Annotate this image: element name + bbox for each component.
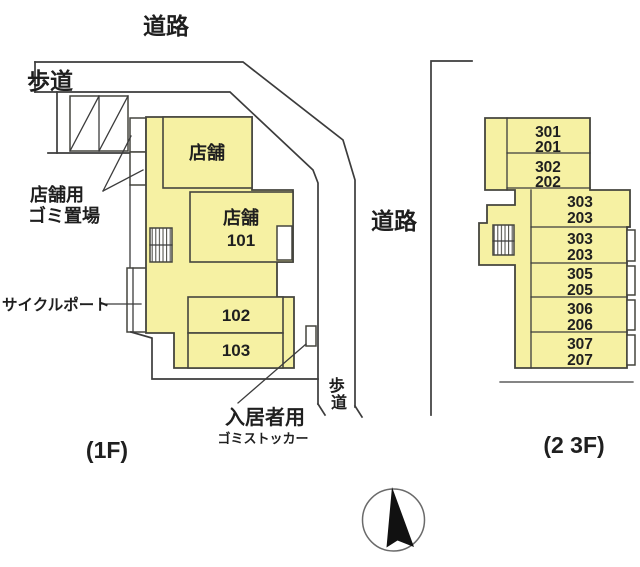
room-shop-top (162, 116, 253, 189)
resident-garbage-pointer (237, 343, 307, 404)
road-edge-end-tick (353, 404, 364, 419)
svg-text:307: 307 (567, 336, 593, 353)
stairs-23f (492, 224, 515, 256)
svg-text:305: 305 (567, 266, 593, 283)
sidewalk-boundary-line (34, 91, 319, 405)
sidewalk-label-top: 歩道 (27, 68, 73, 94)
sidewalk-label-right: 歩 道 (329, 376, 349, 412)
svg-text:301: 301 (535, 124, 561, 141)
shop-garbage-box-2 (129, 151, 147, 186)
sidewalk-boundary-end-tick (316, 402, 327, 417)
room-shop-top-label: 店舗 (189, 142, 225, 163)
shop-garbage-pointer-1 (102, 135, 132, 192)
room-row5-labels: 307 207 (567, 336, 593, 369)
room-shop-101-label-line2: 101 (227, 231, 255, 250)
svg-text:306: 306 (567, 301, 593, 318)
balcony-row3 (626, 265, 636, 296)
room-row1-labels: 303 203 (567, 194, 593, 227)
site-boundary-south (129, 330, 319, 380)
svg-text:302: 302 (535, 159, 561, 176)
road-boundary-right-plan (430, 60, 473, 416)
room-302-202-labels: 302 202 (535, 159, 561, 191)
resident-garbage-label-line2: ゴミストッカー (217, 431, 308, 446)
stairs-1f (149, 227, 173, 263)
north-arrow-icon (361, 487, 426, 552)
road-edge-line-top (34, 61, 356, 408)
svg-text:203: 203 (567, 210, 593, 227)
shop-garbage-label-line2: ゴミ置場 (28, 205, 100, 226)
room-shop-101-label-line1: 店舗 (223, 207, 259, 228)
road-label-right: 道路 (371, 208, 418, 234)
room-103 (187, 332, 284, 369)
room-row4-labels: 306 206 (567, 301, 593, 334)
room-301-201-labels: 301 201 (535, 124, 561, 156)
svg-text:206: 206 (567, 317, 593, 334)
room-103-label: 103 (222, 341, 250, 360)
room-row2-labels: 303 203 (567, 231, 593, 264)
hatched-structure-diagonal-right (98, 95, 129, 152)
svg-text:303: 303 (567, 194, 593, 211)
room-101-notch (276, 225, 293, 261)
resident-garbage-label-line1: 入居者用 (225, 405, 305, 429)
hatched-structure-diagonal-left (69, 95, 100, 152)
balcony-row4 (626, 299, 636, 331)
floor-label-23f: (2 3F) (543, 432, 604, 458)
balcony-row2 (626, 229, 636, 262)
resident-garbage-stocker (305, 325, 317, 347)
building-23f-outline (478, 117, 631, 369)
room-row3-labels: 305 205 (567, 266, 593, 299)
svg-text:303: 303 (567, 231, 593, 248)
shop-garbage-pointer-2 (102, 169, 144, 192)
balcony-row5 (626, 334, 636, 366)
road-label-top: 道路 (143, 13, 190, 39)
svg-text:207: 207 (567, 352, 593, 369)
svg-text:202: 202 (535, 174, 561, 191)
shop-garbage-box-1 (129, 117, 147, 153)
cycle-port-label: サイクルポート (2, 295, 110, 314)
svg-text:205: 205 (567, 282, 593, 299)
svg-text:201: 201 (535, 139, 561, 156)
floor-label-1f: (1F) (86, 437, 128, 463)
shop-garbage-label-line1: 店舗用 (30, 184, 84, 205)
room-102-label: 102 (222, 306, 250, 325)
svg-text:203: 203 (567, 247, 593, 264)
room-shop-101 (189, 191, 294, 263)
